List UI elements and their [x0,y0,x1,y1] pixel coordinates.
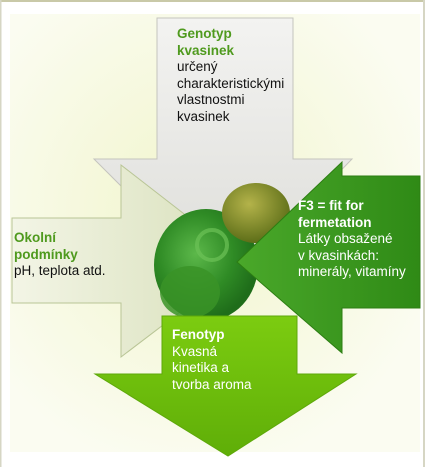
phenotype-heading-line-1: Fenotyp [172,327,225,342]
genotype-text-line-4: kvasinek [177,108,230,124]
genotype-text-line-3: vlastnostmi [177,92,245,107]
environment-heading-line-2: podmínky [14,246,78,262]
bottom-arrow [93,315,358,457]
yeast-cell-image [154,183,290,321]
phenotype-label: Fenotyp Kvasná kinetika a tvorba aroma [172,327,292,393]
environment-label: Okolní podmínky pH, teplota atd. [14,230,154,280]
fit-heading-line-1: F3 = fit for [298,198,364,213]
frame-left-line [0,0,2,467]
fit-text-line-1: Látky obsažené [298,231,393,246]
phenotype-text-line-3: tvorba aroma [172,376,252,392]
environment-text-line-1: pH, teplota atd. [14,263,106,278]
right-arrow [236,160,421,355]
phenotype-text-line-2: kinetika a [172,360,230,375]
frame-right-line [423,0,425,467]
fit-text-line-3: minerály, vitamíny [298,264,406,279]
fit-heading-line-2: fermetation [298,214,372,230]
fit-text-line-2: v kvasinkách: [298,247,380,263]
genotype-heading-line-2: kvasinek [177,42,235,58]
genotype-heading-line-1: Genotyp [177,26,232,41]
fit-for-fermentation-label: F3 = fit for fermetation Látky obsažené … [298,198,418,281]
phenotype-text-line-1: Kvasná [172,343,218,359]
frame-top-line [0,0,425,2]
genotype-text-line-1: určený [177,59,218,74]
environment-heading-line-1: Okolní [14,230,57,245]
genotype-label: Genotyp kvasinek určený charakteristický… [177,26,297,125]
genotype-text-line-2: charakteristickými [177,75,285,91]
